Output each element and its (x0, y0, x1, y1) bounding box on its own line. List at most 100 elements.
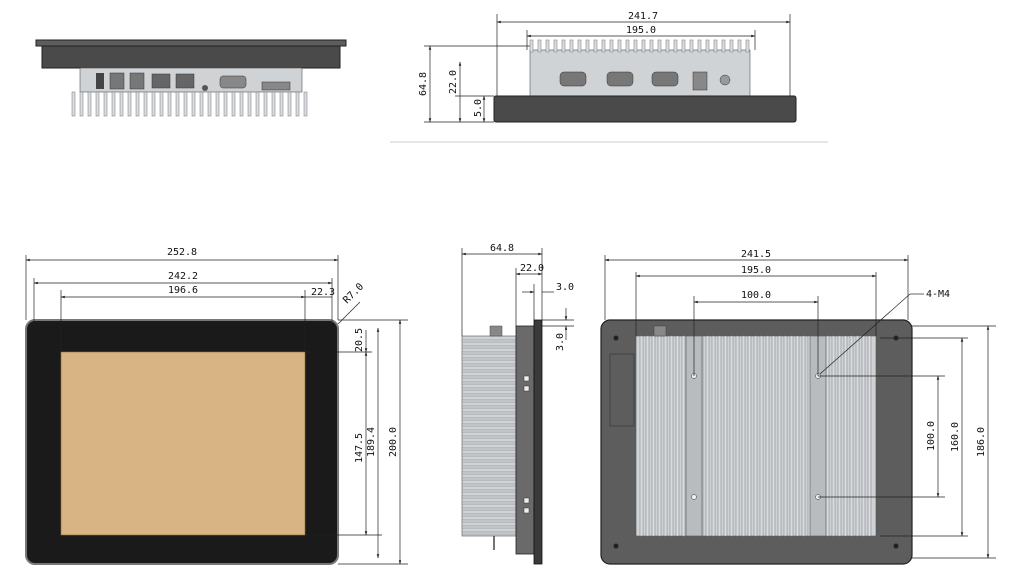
fin (461, 453, 517, 457)
fin (783, 335, 788, 537)
heatsink-fins (71, 91, 308, 117)
fin (721, 39, 726, 53)
fin (127, 91, 132, 117)
dim-right-margin: 22.3 (311, 287, 335, 298)
fin (255, 91, 260, 117)
fin (553, 39, 558, 53)
fin (461, 465, 517, 469)
fin (861, 335, 866, 537)
fin (729, 39, 734, 53)
front-view: 252.8 242.2 196.6 22.3 R7.0 20.5 147.5 1… (25, 247, 408, 565)
fin (843, 335, 848, 537)
dim-front-height: 200.0 (388, 427, 399, 457)
dim-screen-width: 196.6 (168, 285, 198, 296)
fin (461, 429, 517, 433)
fin (461, 423, 517, 427)
fin (665, 39, 670, 53)
fin (461, 441, 517, 445)
fin (663, 335, 668, 537)
fin (745, 39, 750, 53)
dim-corner-radius: R7.0 (341, 281, 366, 306)
fin (295, 91, 300, 117)
com-port (651, 71, 679, 87)
fin (263, 91, 268, 117)
fin (561, 39, 566, 53)
fin (461, 351, 517, 355)
fin (287, 91, 292, 117)
fin (461, 375, 517, 379)
fin (87, 91, 92, 117)
dim-mount-spacing-x: 100.0 (741, 290, 771, 301)
dim-bezel-thickness: 3.0 (556, 282, 574, 293)
fin (855, 335, 860, 537)
heatsink-fins (529, 39, 750, 53)
fin (461, 501, 517, 505)
fin (461, 483, 517, 487)
fin (247, 91, 252, 117)
fin (461, 489, 517, 493)
dim-front-width: 252.8 (167, 247, 197, 258)
fin (461, 531, 517, 535)
fin (639, 335, 644, 537)
fin (867, 335, 872, 537)
fin (625, 39, 630, 53)
fin (461, 495, 517, 499)
fin (577, 39, 582, 53)
fin (657, 335, 662, 537)
fin (111, 91, 116, 117)
fin (649, 39, 654, 53)
fin (103, 91, 108, 117)
com-port (606, 71, 634, 87)
hdmi-port (96, 73, 104, 89)
fin (461, 411, 517, 415)
fin (713, 39, 718, 53)
dim-side-depth: 64.8 (490, 243, 514, 254)
power-jack (719, 74, 731, 86)
rear-port-side-view: 241.7 195.0 64.8 22.0 5.0 (390, 11, 828, 143)
fin (461, 435, 517, 439)
fin (837, 335, 842, 537)
fin (545, 39, 550, 53)
fin (681, 39, 686, 53)
fin (175, 91, 180, 117)
fin (771, 335, 776, 537)
fin (183, 91, 188, 117)
fin (669, 335, 674, 537)
fin (461, 447, 517, 451)
heatsink-fins (461, 339, 517, 535)
com-port (559, 71, 587, 87)
fin (461, 519, 517, 523)
fin (461, 381, 517, 385)
fin (79, 91, 84, 117)
fin (735, 335, 740, 537)
fin (689, 39, 694, 53)
screen-area (60, 351, 306, 536)
dim-side-heatsink: 22.0 (520, 263, 544, 274)
fin (593, 39, 598, 53)
fin (617, 39, 622, 53)
fin (461, 363, 517, 367)
fin (199, 91, 204, 117)
fin (71, 91, 76, 117)
fin (461, 345, 517, 349)
dim-top-margin: 20.5 (354, 328, 365, 352)
dim-bezel-inner: 242.2 (168, 271, 198, 282)
fin (231, 91, 236, 117)
fin (461, 477, 517, 481)
dim-flange: 5.0 (473, 99, 484, 117)
fin (239, 91, 244, 117)
corner-screw-hole (613, 543, 619, 549)
fin (461, 405, 517, 409)
dim-fin-width: 195.0 (626, 25, 656, 36)
dim-bezel-lip: 3.0 (555, 333, 566, 351)
fin (135, 91, 140, 117)
fin (681, 335, 686, 537)
fin (167, 91, 172, 117)
usb-port (129, 72, 145, 90)
fin (159, 91, 164, 117)
dim-back-fin-width: 195.0 (741, 265, 771, 276)
fin (537, 39, 542, 53)
fin (633, 39, 638, 53)
fin (723, 335, 728, 537)
